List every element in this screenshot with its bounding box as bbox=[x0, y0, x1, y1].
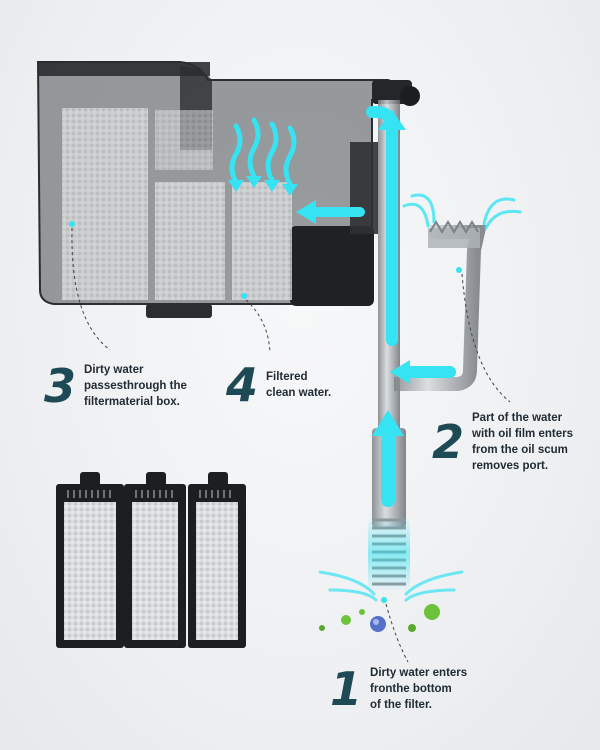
step-line: removes port. bbox=[472, 460, 549, 472]
step-line: clean water. bbox=[266, 387, 332, 399]
step-number: 3 bbox=[44, 359, 77, 413]
step-4-caption: 4 Filtered clean water. bbox=[226, 362, 331, 408]
oil-scum-port bbox=[394, 220, 487, 391]
callout-dot-icon bbox=[69, 221, 462, 603]
step-number: 1 bbox=[330, 662, 363, 716]
step-text: Dirty water enters fronthe bottom of the… bbox=[370, 665, 467, 713]
filter-cartridge-icon bbox=[56, 472, 246, 648]
step-text: Part of the water with oil film enters f… bbox=[472, 410, 573, 474]
step-line: filtermaterial box. bbox=[84, 396, 180, 408]
filter-housing bbox=[36, 61, 405, 318]
step-text: Dirty water passesthrough the filtermate… bbox=[84, 362, 187, 410]
step-text: Filtered clean water. bbox=[266, 369, 331, 401]
step-line: Part of the water bbox=[472, 412, 563, 424]
step-number: 2 bbox=[432, 415, 465, 469]
step-line: of the filter. bbox=[370, 699, 432, 711]
callout-leaders bbox=[71, 227, 511, 663]
step-line: Dirty water bbox=[84, 364, 144, 376]
step-1-caption: 1 Dirty water enters fronthe bottom of t… bbox=[330, 665, 467, 713]
water-flow-arrow-icon bbox=[228, 106, 522, 602]
step-line: fronthe bottom bbox=[370, 683, 452, 695]
step-3-caption: 3 Dirty water passesthrough the filterma… bbox=[44, 362, 187, 410]
bacteria-icon bbox=[319, 604, 440, 632]
step-line: passesthrough the bbox=[84, 380, 187, 392]
step-line: with oil film enters bbox=[472, 428, 573, 440]
step-2-caption: 2 Part of the water with oil film enters… bbox=[432, 410, 573, 474]
step-line: Dirty water enters bbox=[370, 667, 468, 679]
step-number: 4 bbox=[226, 358, 259, 412]
step-line: Filtered bbox=[266, 371, 308, 383]
step-line: from the oil scum bbox=[472, 444, 568, 456]
